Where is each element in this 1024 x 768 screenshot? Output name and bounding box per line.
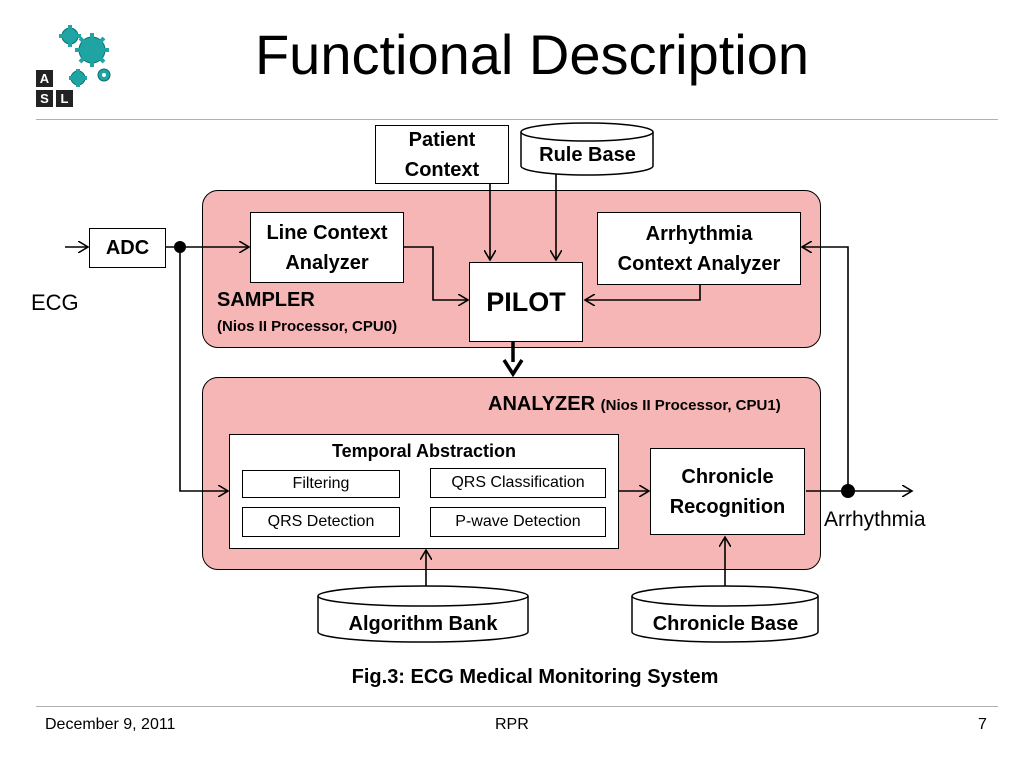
footer-date: December 9, 2011 [45,716,176,733]
figure-caption: Fig.3: ECG Medical Monitoring System [351,666,719,688]
logo-letter-s: S [40,91,49,106]
line-context-analyzer-line1: Line Context [266,221,388,244]
chronicle-base-cylinder: Chronicle Base [631,585,820,643]
adc-box: ADC [89,228,166,268]
footer-divider [36,706,998,707]
footer-center: RPR [495,716,529,733]
rule-base-label: Rule Base [539,143,636,166]
chronicle-recognition-line2: Recognition [669,495,786,518]
arrhythmia-output-label: Arrhythmia [824,508,926,531]
chronicle-recognition-line1: Chronicle [681,465,774,488]
logo: A S L [30,20,122,112]
sampler-title: SAMPLER [217,289,315,311]
page-number: 7 [978,716,987,733]
chronicle-base-label: Chronicle Base [652,612,799,635]
gear-icon [36,25,111,107]
patient-context-box: Patient Context [375,125,509,184]
analyzer-subtitle: (Nios II Processor, CPU1) [600,397,781,414]
temporal-abstraction-title: Temporal Abstraction [331,441,517,461]
sampler-subtitle: (Nios II Processor, CPU0) [217,318,398,335]
database-icon [317,585,529,643]
algorithm-bank-label: Algorithm Bank [348,612,498,635]
patient-context-line1: Patient [408,128,476,151]
qrs-detection-box: QRS Detection [242,507,400,537]
arrhythmia-context-analyzer-line1: Arrhythmia [645,222,753,245]
analyzer-heading: ANALYZER (Nios II Processor, CPU1) [488,393,781,416]
algorithm-bank-cylinder: Algorithm Bank [317,585,529,643]
rule-base-cylinder: Rule Base [520,122,655,176]
pilot-box: PILOT [469,262,583,342]
line-context-analyzer-line2: Analyzer [285,251,369,274]
arrhythmia-context-analyzer-box: Arrhythmia Context Analyzer [597,212,801,285]
patient-context-line2: Context [404,158,480,181]
p-wave-detection-box: P-wave Detection [430,507,606,537]
slide-title: Functional Description [254,23,810,86]
database-icon [520,122,654,176]
title-divider [36,119,998,120]
logo-letter-l: L [60,91,69,106]
logo-letter-a: A [39,71,50,86]
analyzer-title: ANALYZER [488,393,596,415]
chronicle-recognition-box: Chronicle Recognition [650,448,805,535]
ecg-label: ECG [31,290,79,315]
qrs-classification-box: QRS Classification [430,468,606,498]
line-context-analyzer-box: Line Context Analyzer [250,212,404,283]
filtering-box: Filtering [242,470,400,498]
arrhythmia-context-analyzer-line2: Context Analyzer [617,252,781,275]
database-icon [631,585,819,643]
